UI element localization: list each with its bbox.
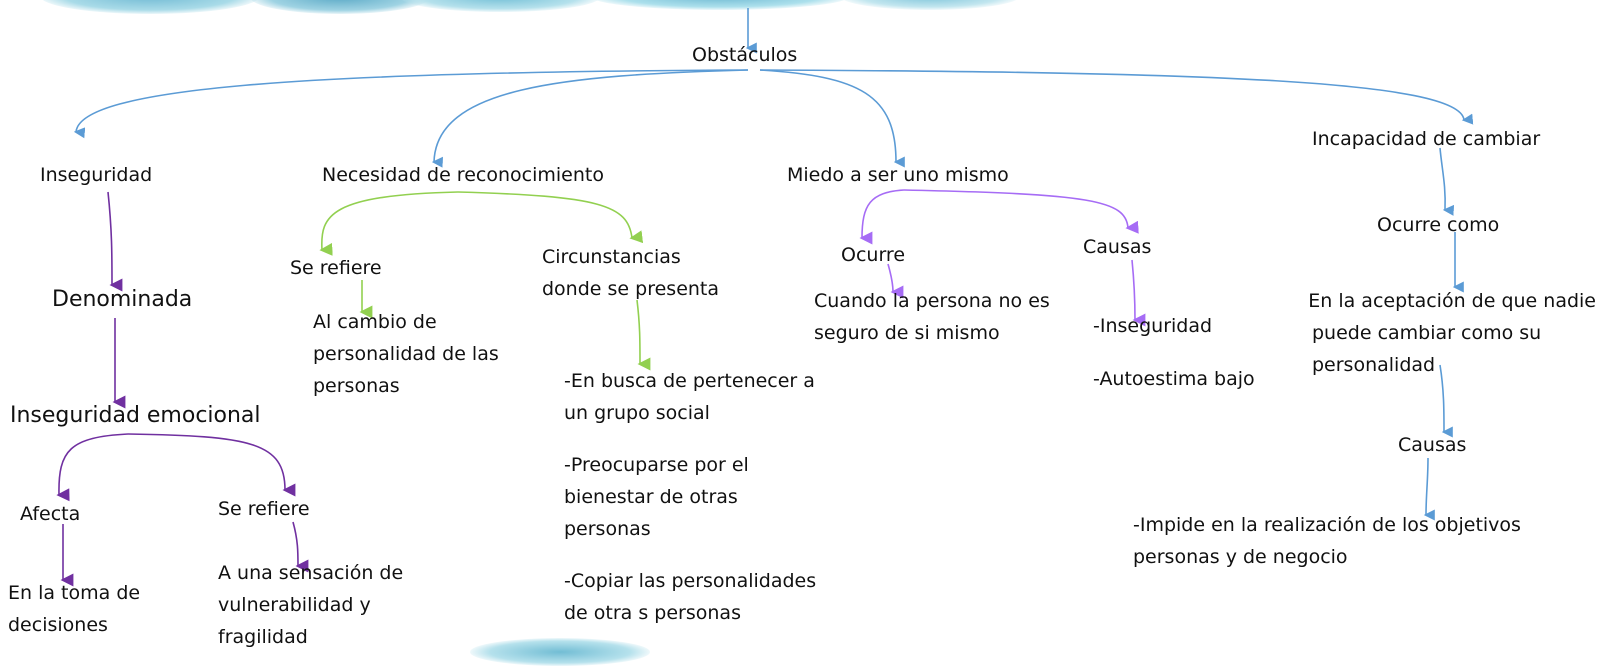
circunstancia-item-line: -En busca de pertenecer a	[564, 370, 815, 392]
relation-ocurre-como: Ocurre como	[1377, 214, 1500, 236]
afecta-text-line: En la toma de	[8, 582, 141, 604]
ocurre-text-line: Cuando la persona no es	[814, 290, 1050, 312]
circunstancia-item-line: bienestar de otras	[564, 486, 738, 508]
relation-causas: Causas	[1083, 236, 1152, 258]
top-decoration	[400, 0, 600, 12]
circunstancia-item-line: personas	[564, 518, 651, 540]
afecta-text-line: decisiones	[8, 614, 108, 636]
relation-denominada: Denominada	[52, 287, 193, 312]
causa-item: -Inseguridad	[1093, 315, 1213, 337]
ocurre-text-line: seguro de si mismo	[814, 322, 1000, 344]
ocurre-como-text-line: personalidad	[1312, 354, 1436, 376]
ocurre-como-text-line: puede cambiar como su	[1312, 322, 1542, 344]
relation-circunstancias: donde se presenta	[542, 278, 720, 300]
concept-inseguridad-emocional: Inseguridad emocional	[10, 403, 261, 428]
relation-afecta: Afecta	[20, 503, 81, 525]
se-refiere-text-line: vulnerabilidad y	[218, 594, 371, 616]
incapacidad-causa-line: -Impide en la realización de los objetiv…	[1133, 514, 1521, 536]
branch-incapacidad-title: Incapacidad de cambiar	[1312, 128, 1541, 150]
reconocimiento-se-refiere-line: personalidad de las	[313, 343, 499, 365]
relation-circunstancias: Circunstancias	[542, 246, 681, 268]
connector-lines	[56, 8, 1474, 587]
se-refiere-text-line: A una sensación de	[218, 562, 404, 584]
reconocimiento-se-refiere-line: Al cambio de	[313, 311, 437, 333]
top-decoration	[250, 0, 430, 14]
relation-se-refiere: Se refiere	[290, 257, 382, 279]
top-decoration	[840, 0, 1020, 10]
branch-miedo-title: Miedo a ser uno mismo	[787, 164, 1009, 186]
causa-item: -Autoestima bajo	[1093, 368, 1255, 390]
circunstancia-item-line: un grupo social	[564, 402, 710, 424]
concept-map: Obstáculos Inseguridad Denominada Insegu…	[8, 0, 1596, 666]
root-node-label: Obstáculos	[692, 44, 798, 66]
relation-se-refiere: Se refiere	[218, 498, 310, 520]
branch-reconocimiento-title: Necesidad de reconocimiento	[322, 164, 604, 186]
reconocimiento-se-refiere-line: personas	[313, 375, 400, 397]
incapacidad-causa-line: personas y de negocio	[1133, 546, 1348, 568]
top-decoration	[40, 0, 260, 14]
ocurre-como-text-line: En la aceptación de que nadie	[1308, 290, 1596, 312]
relation-causas: Causas	[1398, 434, 1467, 456]
circunstancia-item-line: -Preocuparse por el	[564, 454, 749, 476]
top-decoration	[590, 0, 850, 10]
relation-ocurre: Ocurre	[841, 244, 906, 266]
circunstancia-item-line: -Copiar las personalidades	[564, 570, 817, 592]
se-refiere-text-line: fragilidad	[218, 626, 308, 648]
circunstancia-item-line: de otra s personas	[564, 602, 741, 624]
branch-inseguridad-title: Inseguridad	[40, 164, 153, 186]
